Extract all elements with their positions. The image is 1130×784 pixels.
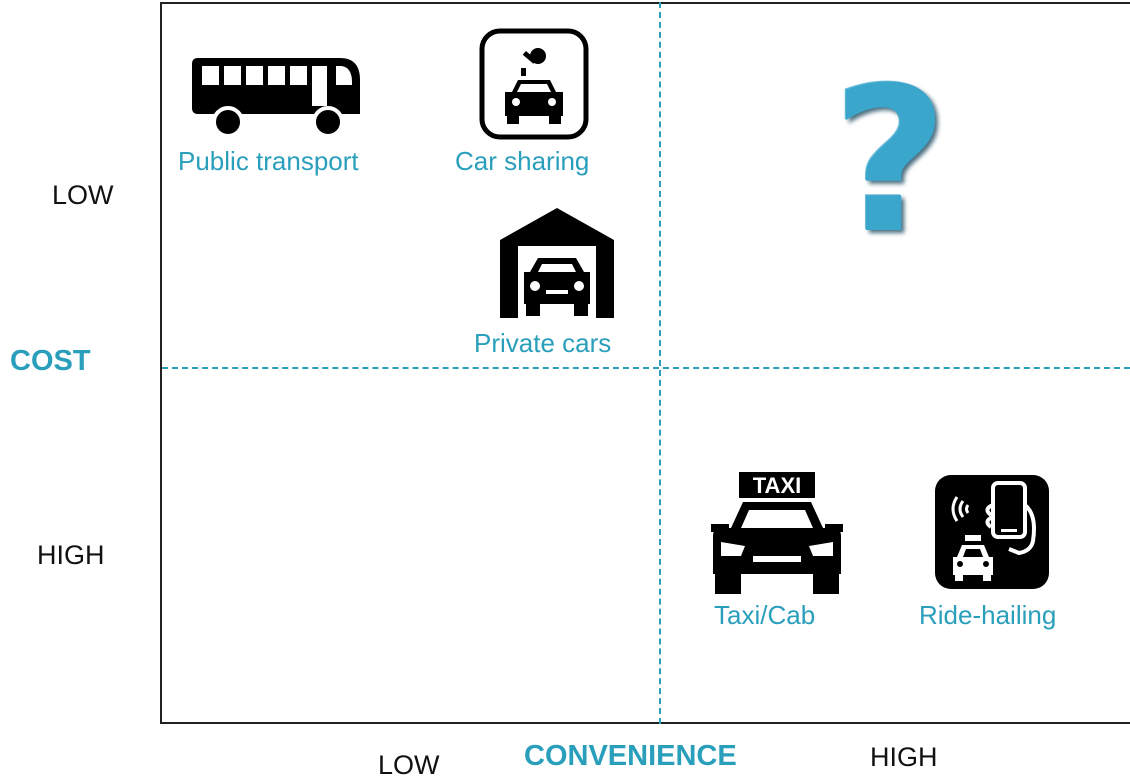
- x-axis-high-label: HIGH: [870, 742, 938, 772]
- horizontal-divider: [162, 367, 1130, 369]
- y-axis-low-label: LOW: [52, 180, 114, 210]
- taxi-label: Taxi/Cab: [714, 600, 816, 630]
- bus-icon: [192, 58, 360, 138]
- taxi-icon: TAXI: [711, 472, 843, 594]
- x-axis-title: CONVENIENCE: [524, 740, 737, 772]
- vertical-divider: [659, 2, 661, 724]
- phone-ride-icon: [935, 475, 1049, 589]
- car-key-icon: [479, 28, 589, 140]
- public-transport-label: Public transport: [178, 146, 359, 176]
- private-cars-label: Private cars: [474, 328, 612, 358]
- car-sharing-label: Car sharing: [455, 146, 590, 176]
- y-axis-high-label: HIGH: [37, 540, 105, 570]
- taxi-sign-text: TAXI: [753, 473, 801, 498]
- x-axis-low-label: LOW: [378, 750, 440, 780]
- ride-hailing-label: Ride-hailing: [919, 600, 1057, 630]
- quadrant-frame: [160, 2, 1130, 724]
- question-mark-icon: ?: [832, 45, 949, 278]
- y-axis-title: COST: [10, 345, 91, 377]
- garage-car-icon: [500, 208, 614, 318]
